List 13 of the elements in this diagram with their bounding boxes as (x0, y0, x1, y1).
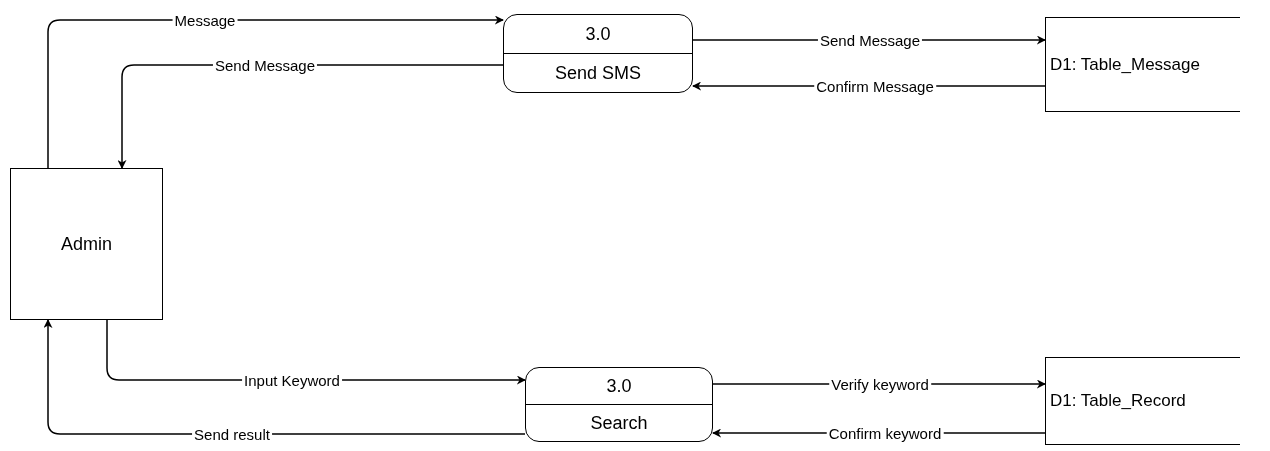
store-name: D1: Table_Record (1050, 390, 1186, 413)
store-name: D1: Table_Message (1050, 53, 1200, 76)
data-store (1045, 357, 1240, 445)
process-box (503, 14, 693, 93)
process-box (525, 367, 713, 442)
process-name: Send SMS (554, 61, 641, 85)
entity-name: Admin (61, 232, 112, 256)
arrow (47, 15, 504, 169)
data-store (1045, 17, 1240, 112)
entity-box (10, 168, 163, 320)
process-name: Search (590, 411, 648, 435)
process-number: 3.0 (606, 374, 632, 398)
process-number: 3.0 (585, 22, 611, 46)
